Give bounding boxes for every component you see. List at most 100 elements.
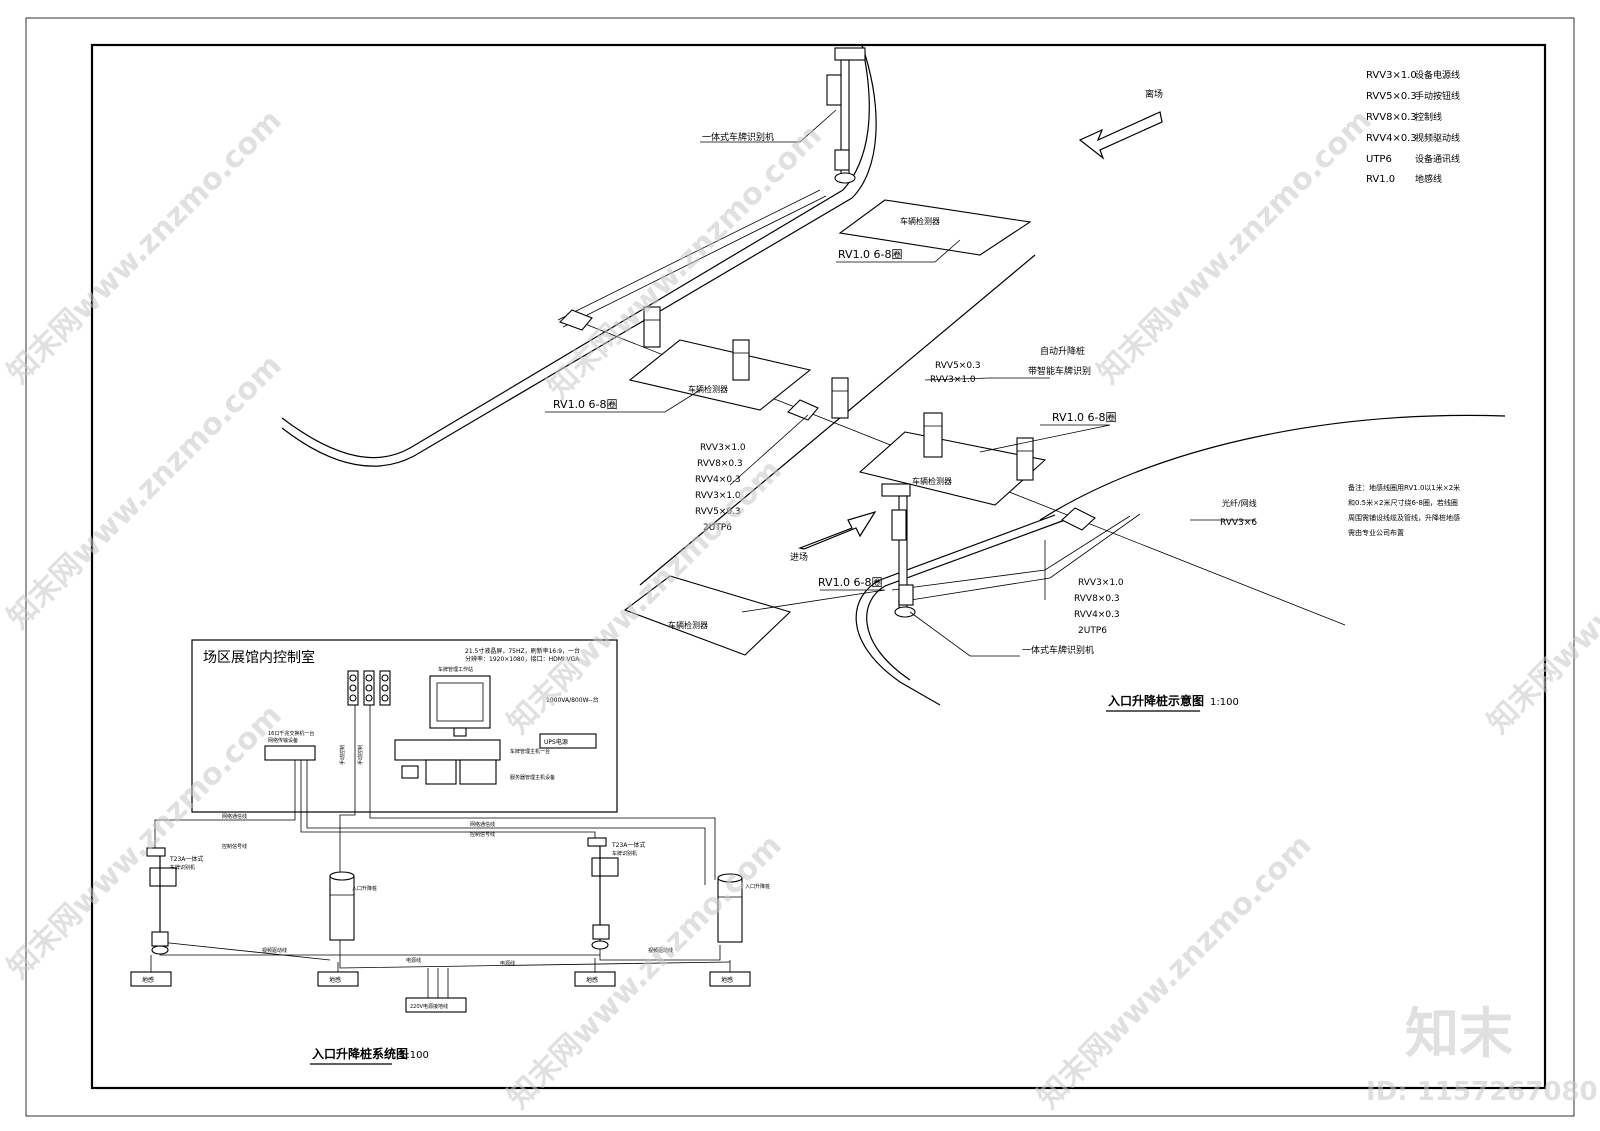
mid-cable-2: RVV4×0.3 bbox=[695, 475, 741, 485]
mid-cable-5: 2UTP6 bbox=[703, 523, 732, 533]
legend-code-5: RV1.0 bbox=[1366, 174, 1395, 185]
monitor-label: 车牌管理工作站 bbox=[438, 666, 473, 673]
cable-net-2: 网络通信线 bbox=[470, 821, 495, 828]
loop-box-label-2: 地感 bbox=[329, 976, 341, 984]
bollard-title-1: 自动升降桩 bbox=[1040, 345, 1085, 357]
loop-label-3: RV1.0 6-8圈 bbox=[1052, 411, 1117, 424]
detector-pad-2 bbox=[628, 339, 812, 411]
traffic-light-2 bbox=[363, 670, 375, 706]
entry-label: 进场 bbox=[790, 552, 808, 563]
entry-arrow bbox=[798, 510, 877, 550]
watermark-text: 知末网www.znzmo.com bbox=[1, 698, 289, 986]
site-plan bbox=[281, 44, 1506, 706]
manual-label-1: 手动控制 bbox=[339, 745, 346, 765]
note-line-3: 需由专业公司布置 bbox=[1348, 528, 1404, 537]
bollard-title-2: 带智能车牌识别 bbox=[1028, 365, 1091, 377]
junction-1 bbox=[559, 309, 593, 331]
lpr-camera-right bbox=[587, 837, 619, 950]
cable-power-1: 电源线 bbox=[406, 957, 421, 964]
pc-label-2: 服务器管理主机设备 bbox=[510, 774, 555, 781]
inner-frame bbox=[90, 43, 1547, 1090]
bollard-5 bbox=[1016, 437, 1034, 481]
cable-net-1: 网络通信线 bbox=[222, 813, 247, 820]
loop-label-2: RV1.0 6-8圈 bbox=[553, 398, 618, 411]
watermark-text: 知末网www.znzmo.com bbox=[1091, 103, 1379, 391]
traffic-light-1 bbox=[347, 670, 359, 706]
legend-desc-4: 设备通讯线 bbox=[1415, 153, 1460, 165]
legend-code-3: RVV4×0.3 bbox=[1366, 133, 1417, 144]
bollard-cable-1: RVV5×0.3 bbox=[935, 361, 981, 371]
right-cable-2: RVV4×0.3 bbox=[1074, 610, 1120, 620]
legend-code-2: RVV8×0.3 bbox=[1366, 112, 1417, 123]
switch-sub: 网络传输设备 bbox=[268, 737, 298, 744]
bollard-2 bbox=[732, 339, 750, 381]
ups bbox=[539, 733, 597, 749]
bollard-cable-2: RVV3×1.0 bbox=[930, 375, 976, 385]
right-cable-1: RVV8×0.3 bbox=[1074, 594, 1120, 604]
detector-label-2: 车辆检测器 bbox=[688, 384, 728, 394]
watermark-text: 知末网www.znzmo.com bbox=[501, 453, 789, 741]
detector-label-4: 车辆检测器 bbox=[668, 620, 708, 630]
system-scale: 1:100 bbox=[400, 1050, 429, 1061]
detector-label-1: 车辆检测器 bbox=[900, 216, 940, 226]
legend-desc-0: 设备电源线 bbox=[1415, 69, 1460, 81]
watermarks: 知末网www.znzmo.com 知末网www.znzmo.com 知末网www… bbox=[1, 103, 1600, 1116]
legend-desc-2: 控制线 bbox=[1415, 111, 1442, 123]
network-switch bbox=[264, 745, 316, 761]
legend-code-4: UTP6 bbox=[1366, 154, 1392, 165]
mid-cable-4: RVV5×0.3 bbox=[695, 507, 741, 517]
note-line-1: 和0.5米×2米尺寸绕6-8圈，若线圈 bbox=[1348, 498, 1458, 507]
bollard-1 bbox=[643, 306, 661, 348]
fiber-cable: RVV3×6 bbox=[1220, 518, 1257, 528]
loop-label-1: RV1.0 6-8圈 bbox=[838, 248, 903, 261]
cable-video-1: 视频驱动线 bbox=[262, 947, 287, 954]
bollard-sys-right bbox=[717, 873, 743, 943]
camera-left-sub: 车牌识别机 bbox=[170, 864, 195, 871]
right-cable-3: 2UTP6 bbox=[1078, 626, 1107, 636]
lpr-camera-exit bbox=[826, 47, 866, 184]
camera-entry-label: 一体式车牌识别机 bbox=[1022, 644, 1094, 656]
watermark-text: 知末网www.znzmo.com bbox=[1031, 828, 1319, 1116]
ups-label: UPS电源 bbox=[544, 738, 568, 746]
power-label: 220V电源接地线 bbox=[410, 1003, 448, 1010]
detector-pad-4 bbox=[623, 575, 792, 656]
watermark-logo: 知末 bbox=[1405, 1002, 1513, 1065]
power-box bbox=[405, 997, 467, 1013]
right-cable-0: RVV3×1.0 bbox=[1078, 578, 1124, 588]
lpr-camera-entry bbox=[881, 483, 916, 618]
ups-spec: 1000VA/800W--台 bbox=[546, 696, 599, 704]
bollard-4 bbox=[923, 412, 943, 458]
note-line-0: 备注：地感线圈用RV1.0以1米×2米 bbox=[1348, 483, 1460, 492]
lpr-camera-left bbox=[146, 847, 177, 955]
mid-cable-3: RVV3×1.0 bbox=[695, 491, 741, 501]
mid-cable-1: RVV8×0.3 bbox=[697, 459, 743, 469]
detector-label-3: 车辆检测器 bbox=[912, 476, 952, 486]
camera-exit-label: 一体式车牌识别机 bbox=[702, 131, 774, 143]
legend-desc-5: 地感线 bbox=[1415, 173, 1442, 185]
bollard-left-label: 入口升降桩 bbox=[352, 885, 377, 892]
switch-label: 16口千兆交换机一台 bbox=[268, 730, 314, 737]
watermark-text: 知末网www.znzmo.com bbox=[1, 348, 289, 636]
camera-left-label: T23A一体式 bbox=[169, 855, 203, 863]
system-diagram bbox=[130, 639, 751, 1013]
watermark-text: 知末网www.znzmo.com bbox=[1, 103, 289, 391]
outer-frame bbox=[25, 17, 1575, 1117]
watermark-text: 知末网www.znzmo.com bbox=[1481, 453, 1600, 741]
detector-pad-1 bbox=[838, 199, 1032, 256]
bollard-right-label: 入口升降桩 bbox=[745, 883, 770, 890]
legend-desc-1: 手动按钮线 bbox=[1415, 90, 1460, 102]
exit-label: 离场 bbox=[1145, 88, 1163, 100]
monitor-spec-0: 21.5寸液晶屏，75HZ，刷新率16:9，一台 bbox=[465, 647, 580, 655]
bollard-sys-left bbox=[329, 871, 355, 941]
control-room-box bbox=[191, 639, 618, 813]
traffic-light-3 bbox=[379, 670, 391, 706]
monitor bbox=[429, 675, 491, 737]
detector-pad-3 bbox=[858, 431, 1047, 506]
manual-label-2: 手动控制 bbox=[357, 745, 364, 765]
loop-box-label-3: 地感 bbox=[586, 976, 598, 984]
legend-code-1: RVV5×0.3 bbox=[1366, 91, 1417, 102]
camera-right-label: T23A一体式 bbox=[611, 841, 645, 849]
cable-ctrl-1: 控制信号线 bbox=[222, 843, 247, 850]
loop-label-4: RV1.0 6-8圈 bbox=[818, 576, 883, 589]
